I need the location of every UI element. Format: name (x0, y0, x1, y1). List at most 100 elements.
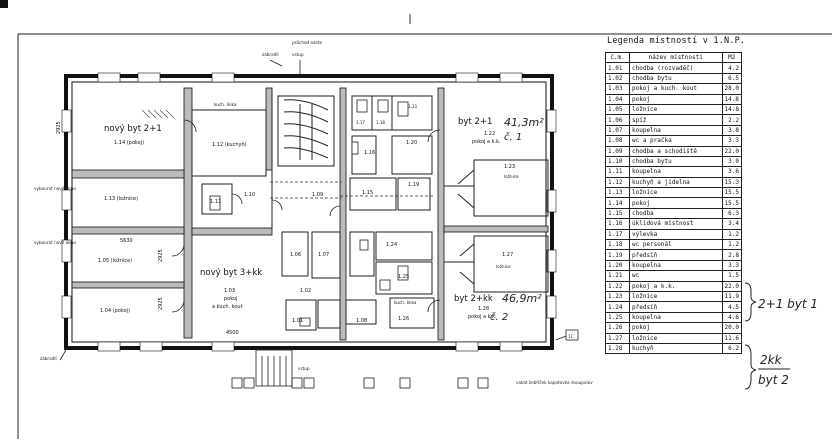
room-area-cell: 15.5 (721, 197, 743, 209)
room-area-cell: 2.2 (721, 114, 743, 126)
room-label: 1.17 (356, 120, 365, 125)
room-number-cell: 1.08 (605, 135, 630, 147)
room-label: 1.06 (290, 252, 301, 258)
room-name-cell: ložnice (629, 103, 723, 116)
room-area-cell: 3.4 (721, 218, 743, 230)
room-area-cell: 6.3 (721, 207, 743, 220)
apt-a-room: 1.14 (pokoj) (114, 140, 144, 146)
room-area-cell: 14.8 (721, 93, 743, 105)
room-label: 1.04 (pokoj) (100, 308, 130, 314)
room-label: 1.13 (ložnice) (104, 195, 138, 202)
left-window-top-label: vybourat nové okno (34, 186, 76, 191)
room-number-cell: 1.03 (605, 83, 630, 95)
legend-header-cell: č.m. (605, 51, 630, 64)
room-name-cell: chodba bytu (629, 72, 723, 85)
room-name-cell: chodba bytu (629, 155, 723, 168)
apt-c-room: 1.22 (484, 131, 495, 137)
apt-c-sub: pokoj a k.k. (472, 139, 501, 145)
room-label: 1.18 (376, 120, 385, 125)
apt-c-title: byt 2+1 (458, 117, 492, 127)
room-name-cell: úklidová místnost (629, 218, 723, 230)
room-label: 1.20 (406, 140, 417, 146)
room-label: 1.07 (318, 252, 329, 258)
room-label: 1.09 (312, 192, 323, 198)
room-number-cell: 1.18 (605, 239, 630, 251)
dimension-label: 2925 (56, 121, 62, 134)
room-number-cell: 1.11 (605, 166, 630, 178)
room-label: ložnice (504, 174, 519, 179)
room-number-cell: 1.26 (605, 322, 630, 334)
dimension-label: 4500 (226, 330, 239, 336)
room-name-cell: pokoj (629, 322, 723, 334)
room-area-cell: 3.8 (721, 124, 743, 137)
room-number-cell: 1.01 (605, 62, 630, 74)
room-area-cell: 15.3 (721, 176, 743, 189)
room-number-cell: 1.20 (605, 259, 630, 272)
legend-header-cell: M2 (721, 51, 743, 64)
dimension-label: 2925 (158, 297, 164, 310)
room-name-cell: pokoj (629, 197, 723, 209)
room-number-cell: 1.09 (605, 145, 630, 157)
room-legend: Legenda místností v 1.N.P. č.m. název mí… (605, 36, 745, 355)
room-area-cell: 22.0 (721, 145, 743, 157)
room-number-cell: 1.07 (605, 124, 630, 137)
room-number-cell: 1.02 (605, 72, 630, 85)
room-name-cell: pokoj a k.k. (629, 280, 723, 293)
apt-b-sub1: pokoj (224, 296, 237, 302)
room-area-cell: 6.2 (721, 342, 743, 355)
entrance-bottom-label: vstup (298, 366, 310, 371)
handwritten-num-c: č. 1 (504, 131, 522, 143)
room-number-cell: 1.17 (605, 228, 630, 241)
right-note-label: vakát žebříček kapotovka dvoupolov (516, 380, 593, 385)
room-label: 1.10 (244, 192, 255, 198)
room-label: 1.26 (398, 316, 409, 322)
room-label: 1.15 (362, 190, 373, 196)
room-label: 1.21 (408, 104, 418, 109)
room-name-cell: předsíň (629, 301, 723, 313)
room-label: kuch. linka (394, 300, 417, 305)
room-number-cell: 1.14 (605, 197, 630, 209)
room-area-cell: 3.0 (721, 155, 743, 168)
room-area-cell: 6.5 (721, 72, 743, 85)
room-name-cell: výlevka (629, 228, 723, 241)
room-area-cell: 15.5 (721, 187, 743, 199)
room-number-cell: 1.21 (605, 270, 630, 282)
room-name-cell: ložnice (629, 290, 723, 303)
dimension-label: 2925 (158, 249, 164, 262)
room-area-cell: 1.2 (721, 228, 743, 241)
apt-d-sub: pokoj a k.k. (468, 314, 497, 320)
handwritten-area-c: 41,3m² (504, 116, 544, 129)
room-number-cell: 1.23 (605, 290, 630, 303)
zabradli-top-label: zábradlí (262, 52, 280, 57)
room-number-cell: 1.16 (605, 218, 630, 230)
room-number-cell: 1.25 (605, 311, 630, 324)
zabradli-bottom-label: zábradlí (40, 356, 58, 361)
room-name-cell: koupelna (629, 166, 723, 178)
apt-d-title: byt 2+kk (454, 294, 493, 304)
room-name-cell: kuchyň (629, 342, 723, 355)
room-area-cell: 3.3 (721, 135, 743, 147)
room-number-cell: 1.05 (605, 103, 630, 116)
apt-b-room: 1.03 (224, 288, 235, 294)
